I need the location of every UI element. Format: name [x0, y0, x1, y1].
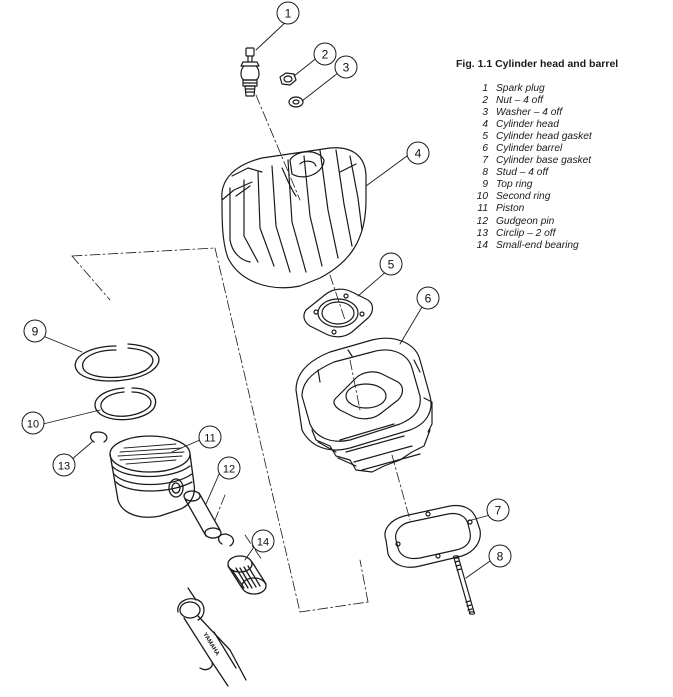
circlip [89, 431, 108, 443]
svg-text:10: 10 [27, 419, 39, 431]
small-end-bearing [227, 555, 267, 595]
callout-7: 7 [486, 498, 510, 522]
callout-3: 3 [334, 55, 358, 79]
cylinder-head [221, 147, 367, 289]
callout-11: 11 [198, 425, 222, 449]
spark-plug [240, 47, 260, 97]
callout-12: 12 [217, 456, 241, 480]
stud [452, 555, 476, 615]
callout-1: 1 [276, 1, 300, 25]
callout-10: 10 [21, 411, 45, 435]
svg-text:7: 7 [495, 504, 502, 518]
svg-text:4: 4 [415, 147, 422, 161]
leader-lines [42, 19, 491, 579]
callout-2: 2 [313, 42, 337, 66]
callout-6: 6 [416, 286, 440, 310]
svg-text:1: 1 [285, 7, 292, 21]
nut [279, 72, 297, 86]
assembly-axis-lines [71, 94, 411, 613]
callout-8: 8 [488, 544, 512, 568]
svg-text:13: 13 [58, 461, 70, 473]
svg-text:12: 12 [223, 464, 235, 476]
svg-text:6: 6 [425, 292, 432, 306]
callout-5: 5 [379, 252, 403, 276]
callout-14: 14 [251, 529, 275, 553]
piston [109, 435, 196, 518]
top-ring [74, 343, 160, 382]
svg-text:9: 9 [32, 325, 39, 339]
second-ring [94, 387, 157, 421]
svg-text:3: 3 [343, 61, 350, 75]
gudgeon-pin [183, 490, 235, 547]
svg-text:14: 14 [257, 537, 269, 549]
callout-4: 4 [406, 141, 430, 165]
svg-text:2: 2 [322, 48, 329, 62]
connecting-rod [177, 587, 247, 687]
callouts: 1 2 3 4 5 6 7 8 9 10 13 11 12 14 [21, 1, 512, 568]
figure-caption: Fig. 1.1 Cylinder head and barrel [456, 58, 619, 70]
washer [288, 96, 304, 108]
callout-13: 13 [52, 453, 76, 477]
rod-marking: YAMAHA [201, 632, 220, 658]
svg-text:11: 11 [204, 433, 215, 445]
cylinder-head-gasket [303, 288, 374, 338]
svg-text:8: 8 [497, 550, 504, 564]
cylinder-barrel [295, 337, 433, 473]
svg-text:5: 5 [388, 258, 395, 272]
callout-9: 9 [23, 319, 47, 343]
cylinder-base-gasket [384, 504, 481, 568]
